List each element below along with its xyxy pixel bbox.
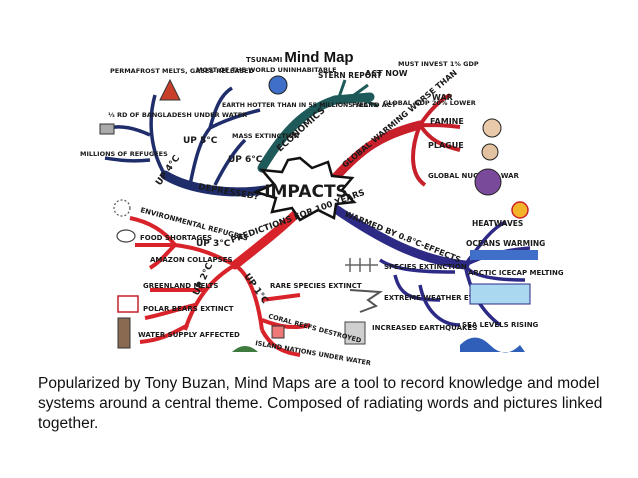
branch-global-sub — [411, 93, 461, 187]
label-war: WAR — [432, 93, 453, 102]
label-mass-extinction: MASS EXTINCTION — [232, 132, 299, 140]
label-food: FOOD SHORTAGES — [140, 234, 212, 242]
label-polar: POLAR BEARS EXTINCT — [143, 305, 234, 313]
label-heatwaves: HEATWAVES — [472, 219, 523, 228]
mushroom-cloud-icon — [474, 168, 502, 196]
label-rare-species: RARE SPECIES EXTINCT — [270, 282, 362, 290]
label-must-invest: MUST INVEST 1% GDP — [398, 60, 479, 68]
label-plague: PLAGUE — [428, 141, 464, 150]
branch-predictions — [230, 205, 305, 270]
label-famine: FAMINE — [430, 117, 464, 126]
label-arctic: ARCTIC ICECAP MELTING — [468, 269, 564, 277]
sea-wave-icon — [460, 337, 525, 353]
label-warmed: WARMED BY 0.8°C-EFFECTS — [343, 210, 462, 265]
label-oceans: OCEANS WARMING — [466, 239, 545, 248]
branch-warmed — [325, 200, 470, 270]
slide-caption: Popularized by Tony Buzan, Mind Maps are… — [38, 375, 603, 432]
label-extreme: EXTREME WEATHER EVENTS — [384, 294, 495, 302]
volcano-icon — [159, 78, 181, 101]
sun-icon — [511, 201, 529, 219]
label-tsunami: TSUNAMI — [246, 56, 282, 64]
branch-predictions-up3 — [129, 216, 236, 270]
ocean-waves-icon — [470, 250, 538, 260]
slide-title: Mind Map — [284, 49, 354, 66]
label-act-now: ACT NOW — [365, 69, 408, 78]
label-hotter: EARTH HOTTER THAN IN 55 MILLIONS YEARS — [222, 102, 378, 109]
branch-depressed — [160, 170, 270, 197]
island-palm-icon — [232, 346, 258, 352]
central-starburst — [252, 156, 357, 222]
dinosaur-skeleton-icon — [345, 258, 378, 272]
label-up5: UP 5°C — [183, 136, 218, 146]
branch-predictions-up1 — [233, 263, 311, 357]
central-topic: IMPACTS — [264, 182, 348, 202]
branch-economics-sub — [336, 79, 379, 108]
label-fail-to-act: FAIL TO ACT — [352, 101, 397, 109]
polar-bear-crossed-icon — [117, 295, 139, 313]
label-stern-report: STERN REPORT — [318, 71, 383, 80]
branch-depressed-up4 — [104, 94, 167, 176]
label-permafrost: PERMAFROST MELTS, GASES RELEASED — [110, 67, 254, 75]
label-uninhabitable: MOST OF THE WORLD UNINHABITABLE — [196, 66, 337, 74]
label-sea-levels: SEA LEVELS RISING — [462, 321, 539, 329]
label-greenland: GREENLAND MELTS — [143, 282, 218, 290]
tornado-icon — [349, 289, 384, 313]
branch-economics — [257, 92, 375, 173]
label-earthquakes: INCREASED EARTHQUAKES — [372, 324, 477, 332]
mind-map-illustration: IMPACTS ECONOMICS STERN REPORT ACT NOW M… — [80, 56, 564, 367]
plague-faces-icon — [481, 143, 499, 161]
icecap-icon — [469, 283, 531, 305]
hungry-faces-icon — [482, 118, 502, 138]
label-up6: UP 6°C — [228, 155, 263, 165]
earth-icon — [268, 75, 288, 95]
label-nuclear-war: GLOBAL NUCLEAR WAR — [428, 172, 520, 180]
coral-crossed-icon — [271, 325, 285, 339]
label-bangladesh: ⅓ RD OF BANGLADESH UNDER WATER — [108, 111, 247, 119]
label-depressed: DEPRESSED? — [197, 182, 259, 202]
label-global-gdp: GLOBAL GDP 20% LOWER — [383, 99, 476, 107]
ruined-building-icon — [344, 321, 366, 345]
label-refugees: MILLIONS OF REFUGEES — [80, 150, 168, 158]
dry-tap-icon — [117, 317, 131, 349]
branch-depressed-up5 — [188, 86, 261, 186]
branch-global-warming — [330, 120, 425, 183]
label-amazon: AMAZON COLLAPSES — [150, 256, 233, 264]
refugee-crowd-icon — [113, 199, 131, 217]
label-species: SPECIES EXTINCTION — [384, 263, 467, 271]
branch-depressed-up6 — [213, 138, 247, 186]
flood-house-icon — [99, 123, 115, 135]
label-up3: UP 3°C — [196, 239, 231, 249]
empty-plate-icon — [116, 229, 136, 243]
branch-predictions-up2 — [139, 263, 237, 344]
label-water: WATER SUPPLY AFFECTED — [138, 331, 240, 339]
